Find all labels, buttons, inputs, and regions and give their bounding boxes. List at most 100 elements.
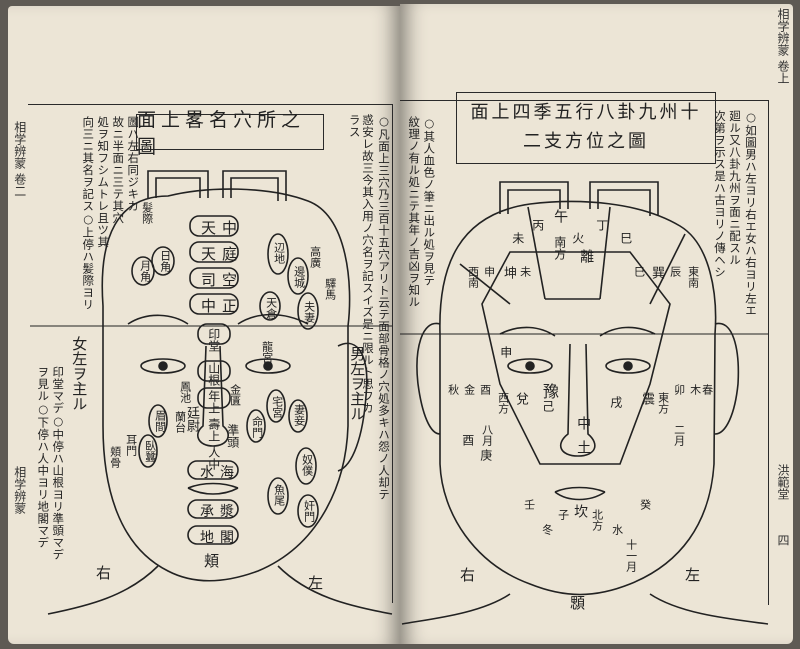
label-dige: 地閣 <box>200 530 240 546</box>
notes-column-2: 廻ル又八卦九州ヲ面ニ配スル <box>728 110 742 266</box>
label-wu: 午 <box>552 209 569 223</box>
label-zhen: 震 <box>638 392 654 405</box>
label-fajie: 髪際 <box>140 202 154 224</box>
page-title: 面上畧名穴所之圖 <box>137 109 306 158</box>
label-shui: 水 <box>610 524 624 535</box>
label-chin: 顋 <box>570 594 586 612</box>
label-meijian: 眉間 <box>153 410 167 432</box>
label-mao: 卯 <box>672 384 686 395</box>
label-rijiao: 日角 <box>158 250 172 272</box>
label-bing: 丙 <box>530 219 545 231</box>
notes-column-6: 向三ニ其名ヲ記ス○上停ハ髪際ヨリ <box>81 116 96 311</box>
label-nianshang: 年上 <box>206 390 221 414</box>
label-eryue: 二月 <box>672 424 686 446</box>
notes-column-5: 処ヲ知フシムトレ且ツ其 <box>96 116 111 248</box>
notes-column-8: ヲ見ル○下停ハ人中ヨリ地閣マデ <box>36 366 51 549</box>
page-frame <box>28 104 393 603</box>
side-mark-left: 女左ヲ主ル <box>70 336 89 411</box>
notes-column-3: 圖ハ左右同ジキカ <box>126 116 141 212</box>
label-nanfang: 南方 <box>552 236 567 260</box>
label-geng: 庚 <box>478 449 493 461</box>
label-jin: 金 <box>462 384 476 395</box>
label-right: 右 <box>96 564 112 582</box>
side-tab: 相学辨蒙 卷上 <box>776 8 790 84</box>
label-huo: 火 <box>570 232 585 244</box>
label-ding: 丁 <box>594 219 609 231</box>
label-chun: 春 <box>700 384 714 395</box>
label-tianting: 天庭 <box>201 245 244 263</box>
label-renzhong: 人中 <box>206 446 221 470</box>
label-you: 酉 <box>460 434 475 446</box>
label-shoushang: 壽上 <box>206 418 221 442</box>
label-dongnan: 東南 <box>686 266 700 288</box>
label-kan: 坎 <box>572 504 589 518</box>
right-page: 相学辨蒙 卷上 洪範堂 四 面上四季五行八卦九州十二支方位之圖 ○如圖男ハ左ヨリ… <box>400 4 793 644</box>
label-left: 左 <box>685 566 701 584</box>
label-yu: 豫 <box>543 382 560 401</box>
label-shiyiyue: 十一月 <box>624 539 638 572</box>
label-ji: 己 <box>540 400 555 412</box>
notes-column-3: 次第ヲ示ス是ハ古ヨリノ傳ヘシ <box>713 110 727 278</box>
notes-column-4: ○其人血色ノ筆ニ出ル処ヲ見テ <box>422 116 437 287</box>
label-zhaigong: 宅宮 <box>270 396 284 418</box>
label-qiqie: 妻妾 <box>292 404 306 426</box>
face-diagram-right <box>400 181 769 625</box>
label-chen: 辰 <box>668 266 682 277</box>
label-woucan: 臥蠶 <box>143 440 157 462</box>
notes-column-1: ○凡面上三穴乃三百十五穴アリト云テ面部骨格ノ穴処多キハ怨ノ人却テ <box>377 114 391 501</box>
label-kun: 坤 <box>500 266 516 279</box>
label-xu: 戌 <box>608 396 623 408</box>
label-nupu: 奴僕 <box>300 454 314 476</box>
side-tab-bottom: 洪範堂 <box>776 464 790 500</box>
label-beifang: 北方 <box>590 509 604 531</box>
label-gui: 癸 <box>638 499 652 510</box>
label-xun: 巽 <box>648 266 664 279</box>
page-number: 四 <box>776 534 790 546</box>
label-ren: 壬 <box>522 499 536 510</box>
label-qiu: 秋 <box>446 384 460 395</box>
label-shen2: 申 <box>482 266 496 277</box>
notes-column-2: 惑安レ故三今其入用ノ穴名ヲ記スイズ是ニ限ルト思フカラス <box>347 114 375 414</box>
page-frame <box>400 100 769 605</box>
label-zhong: 中 <box>575 416 592 430</box>
side-mark-right: 男左ヲ主ル <box>348 346 367 421</box>
label-left: 左 <box>308 574 324 592</box>
label-shuihai: 水海 <box>200 465 240 481</box>
side-tab-bottom: 相学辨蒙 <box>12 466 27 514</box>
page-title-box: 面上四季五行八卦九州十二支方位之圖 <box>456 92 716 164</box>
label-mingmen: 命門 <box>250 416 264 438</box>
label-tu: 土 <box>575 440 592 454</box>
label-fuqi: 夫妻 <box>302 301 316 323</box>
label-wei: 未 <box>510 232 525 244</box>
label-tingwei: 廷尉 <box>183 406 199 432</box>
label-right: 右 <box>460 566 476 584</box>
label-tiancang: 天倉 <box>264 297 278 319</box>
label-you2: 酉 <box>478 384 492 395</box>
label-bayue: 八月 <box>480 424 494 446</box>
label-mu: 木 <box>688 384 702 395</box>
label-lantai: 蘭台 <box>173 411 187 433</box>
label-shangen: 山根 <box>206 362 221 386</box>
label-longgong: 龍宮 <box>260 341 274 363</box>
label-yintang: 印堂 <box>206 328 221 352</box>
label-si: 巳 <box>618 232 633 244</box>
label-ermen: 耳門 <box>124 434 138 456</box>
label-jiagu: 頬骨 <box>108 446 122 468</box>
label-dui: 兌 <box>512 392 528 405</box>
notes-column-4: 故ニ半面ニ三テ其穴 <box>111 116 126 224</box>
label-xifang: 西方 <box>496 392 510 414</box>
label-chin: 頬 <box>204 552 220 570</box>
label-li: 離 <box>578 249 595 263</box>
label-yuejiao: 月角 <box>138 260 152 282</box>
label-yima: 驛馬 <box>323 278 337 300</box>
notes-column-5: 紋理ノ有ル処ニテ其年ノ吉凶ヲ知ル <box>407 116 422 308</box>
label-tianzhong: 天中 <box>201 219 244 237</box>
notes-column-7: 印堂マデ○中停ハ山根ヨリ準頭マデ <box>51 366 66 561</box>
label-dong: 冬 <box>540 524 554 535</box>
side-tab: 相学辨蒙 卷二 <box>12 121 27 197</box>
left-page: 相学辨蒙 卷二 相学辨蒙 面上畧名穴所之圖 ○凡面上三穴乃三百十五穴アリト云テ面… <box>8 6 400 644</box>
label-chengjiang: 承漿 <box>200 504 240 520</box>
page-title-box: 面上畧名穴所之圖 <box>136 109 324 158</box>
face-diagram-left <box>30 170 393 615</box>
label-fengchi: 鳳池 <box>178 381 192 403</box>
